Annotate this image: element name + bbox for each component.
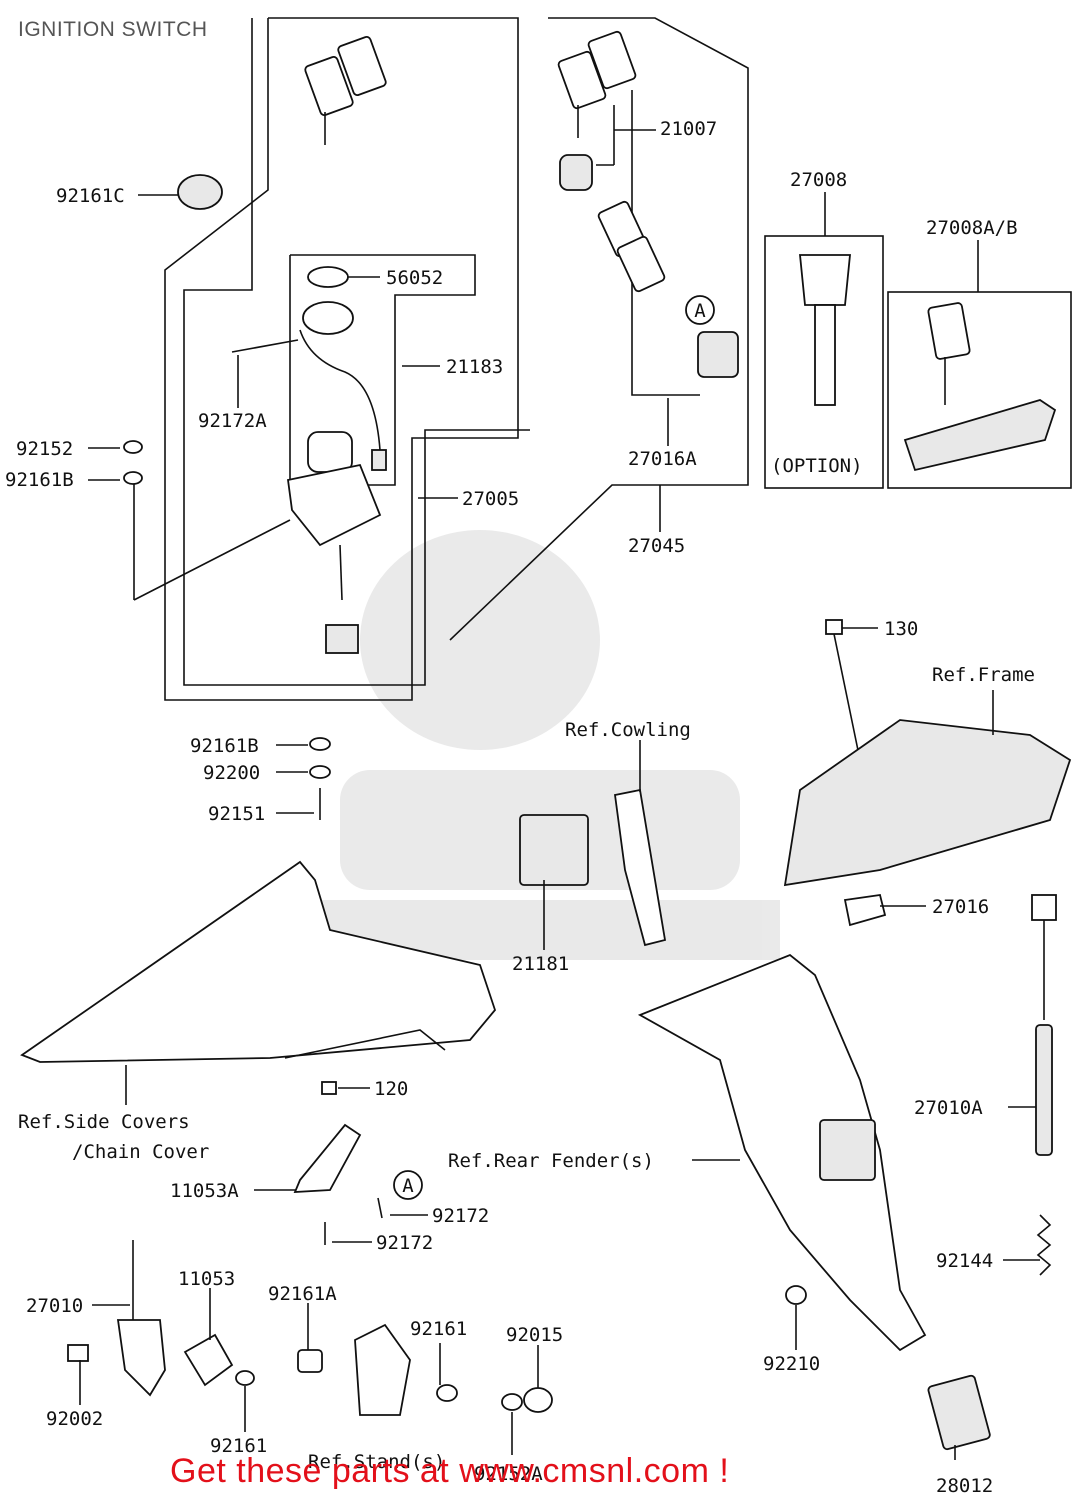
label-21181: 21181 (512, 953, 569, 975)
watermark-logo (300, 530, 780, 960)
key-pair-21007 (557, 30, 637, 138)
rear-fender (637, 953, 927, 1352)
label-ref-rear-fender: Ref.Rear Fender(s) (448, 1150, 654, 1172)
callout-a-bottom: A (393, 1170, 423, 1200)
label-27008AB: 27008A/B (926, 217, 1018, 239)
label-92151: 92151 (208, 803, 265, 825)
label-ref-side-covers: Ref.Side Covers (18, 1111, 190, 1133)
label-92161B-top: 92161B (5, 469, 74, 491)
screw-92172A (231, 339, 299, 353)
washer-56052 (307, 266, 349, 288)
key-pair-top (304, 35, 387, 145)
washer-92200 (309, 765, 331, 779)
label-92144: 92144 (936, 1250, 993, 1272)
label-27016: 27016 (932, 896, 989, 918)
bracket-27016 (843, 893, 887, 927)
frame-bracket (783, 719, 1072, 887)
sensor-27010A (1031, 894, 1057, 1156)
bolt-120 (321, 1081, 337, 1095)
label-ref-cowling: Ref.Cowling (565, 719, 691, 741)
label-130: 130 (884, 618, 918, 640)
stand-switch-bracket-11053A (293, 1123, 362, 1193)
label-ref-frame: Ref.Frame (932, 664, 1035, 686)
label-ref-stand: Ref.Stand(s) (308, 1451, 445, 1473)
label-11053: 11053 (178, 1268, 235, 1290)
label-27008: 27008 (790, 169, 847, 191)
stand-pivot (354, 1323, 411, 1416)
label-21183: 21183 (446, 356, 503, 378)
label-27016A: 27016A (628, 448, 697, 470)
label-92015: 92015 (506, 1324, 563, 1346)
label-chain-cover: /Chain Cover (72, 1141, 209, 1163)
washer-92161B (309, 737, 331, 751)
label-92161C: 92161C (56, 185, 125, 207)
label-92172-a: 92172 (432, 1205, 489, 1227)
bolt-92002 (67, 1344, 89, 1362)
washer-92152 (123, 440, 143, 454)
label-option: (OPTION) (771, 455, 863, 477)
label-92002: 92002 (46, 1408, 103, 1430)
washer-92161B-top (123, 471, 143, 485)
nut-92210 (785, 1285, 807, 1305)
callout-a-top: A (685, 295, 715, 325)
washer-92161-right (436, 1384, 458, 1402)
label-92172-b: 92172 (376, 1232, 433, 1254)
side-cover (20, 860, 497, 1063)
stand-switch-27010 (116, 1240, 166, 1397)
label-92200: 92200 (203, 762, 260, 784)
group-outlines (133, 17, 1072, 701)
label-27010A: 27010A (914, 1097, 983, 1119)
key-blank-27008 (799, 254, 851, 406)
key-set-27016A (597, 200, 739, 378)
label-92152A: 92152A (474, 1463, 543, 1485)
leader-lines (79, 105, 1040, 1460)
spring-92144 (1036, 1214, 1052, 1276)
callout-a-top-label: A (694, 300, 706, 322)
plate-11053 (183, 1333, 234, 1387)
label-92152: 92152 (16, 438, 73, 460)
bolt-130 (825, 619, 861, 761)
switch-21183 (299, 301, 387, 471)
label-92172A: 92172A (198, 410, 267, 432)
label-92161B: 92161B (190, 735, 259, 757)
label-11053A: 11053A (170, 1180, 239, 1202)
washer-92161-left (235, 1370, 255, 1386)
ignition-switch-27005 (286, 431, 382, 654)
label-27005: 27005 (462, 488, 519, 510)
page-title: IGNITION SWITCH (18, 18, 208, 41)
label-21007: 21007 (660, 118, 717, 140)
reflector-28012 (927, 1374, 991, 1451)
footer-banner[interactable]: Get these parts at www.cmsnl.com ! (170, 1452, 730, 1490)
label-92161A: 92161A (268, 1283, 337, 1305)
collar-92161A (297, 1349, 323, 1373)
nut-92015 (523, 1387, 553, 1413)
label-56052: 56052 (386, 267, 443, 289)
transponder-27008AB (903, 302, 1057, 472)
label-92161-right: 92161 (410, 1318, 467, 1340)
label-28012: 28012 (936, 1475, 993, 1497)
label-92161-left: 92161 (210, 1435, 267, 1457)
cap-92161C (177, 174, 223, 210)
label-120: 120 (374, 1078, 408, 1100)
label-27045: 27045 (628, 535, 685, 557)
screws-92172 (324, 1197, 383, 1245)
washer-92152A (501, 1393, 523, 1411)
cowling-bracket (519, 788, 667, 947)
label-92210: 92210 (763, 1353, 820, 1375)
label-27010: 27010 (26, 1295, 83, 1317)
lock-cylinder-21007 (559, 154, 593, 191)
callout-a-bottom-label: A (402, 1175, 414, 1197)
part-labels: 21007 27008 92161C 56052 27008A/B 21183 … (5, 118, 1035, 1497)
